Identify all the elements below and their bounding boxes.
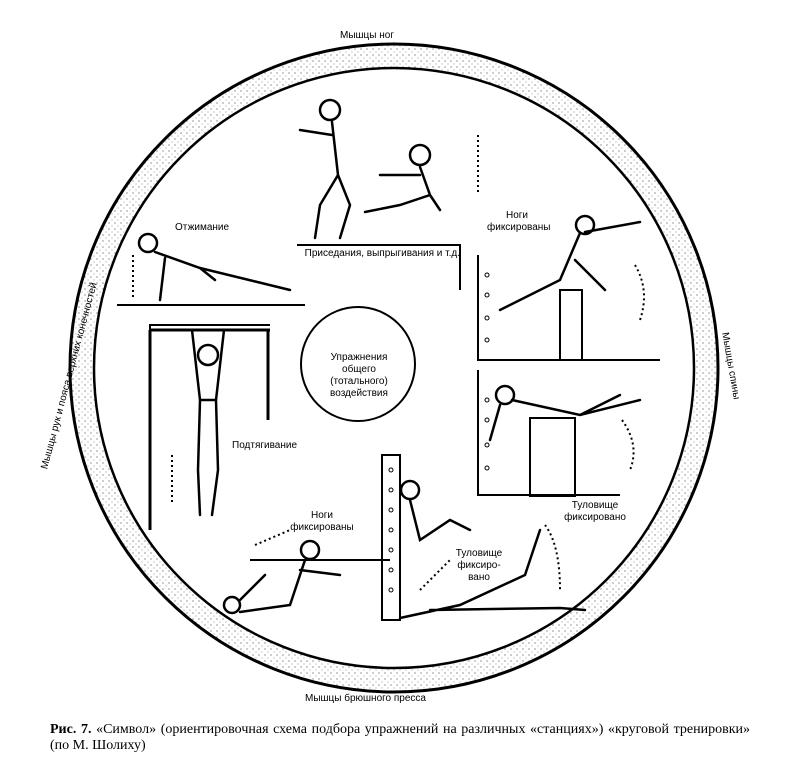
ring-label-abs: Мышцы брюшного пресса (305, 693, 426, 704)
center-circle (300, 306, 416, 422)
caption-text: «Символ» (ориентировочная схема подбора … (50, 722, 750, 753)
center-pole (381, 454, 401, 621)
ring-label-legs: Мышцы ног (340, 30, 394, 41)
station-pullups: Подтягивание (232, 440, 298, 451)
center-label: Упражнения общего (тотального) воздейств… (330, 352, 388, 399)
station-legs-fixed-back: Ноги фиксированы (487, 210, 551, 233)
wall-bars-right (484, 272, 583, 497)
movement-arrows (132, 135, 645, 591)
caption-number: Рис. 7. (50, 722, 92, 737)
station-trunk-fixed-back: Туловище фиксировано (564, 500, 626, 523)
station-squats: Приседания, выпрыгивания и т.д. (304, 248, 460, 259)
station-trunk-fixed-abs: Туловище фиксиро- вано (455, 548, 503, 583)
athlete-figures (137, 98, 642, 620)
station-legs-fixed-abs: Ноги фиксированы (290, 510, 354, 533)
pullup-bar (148, 328, 270, 530)
station-pushups: Отжимание (175, 222, 230, 233)
figure-caption: Рис. 7. «Символ» (ориентировочная схема … (50, 722, 750, 754)
